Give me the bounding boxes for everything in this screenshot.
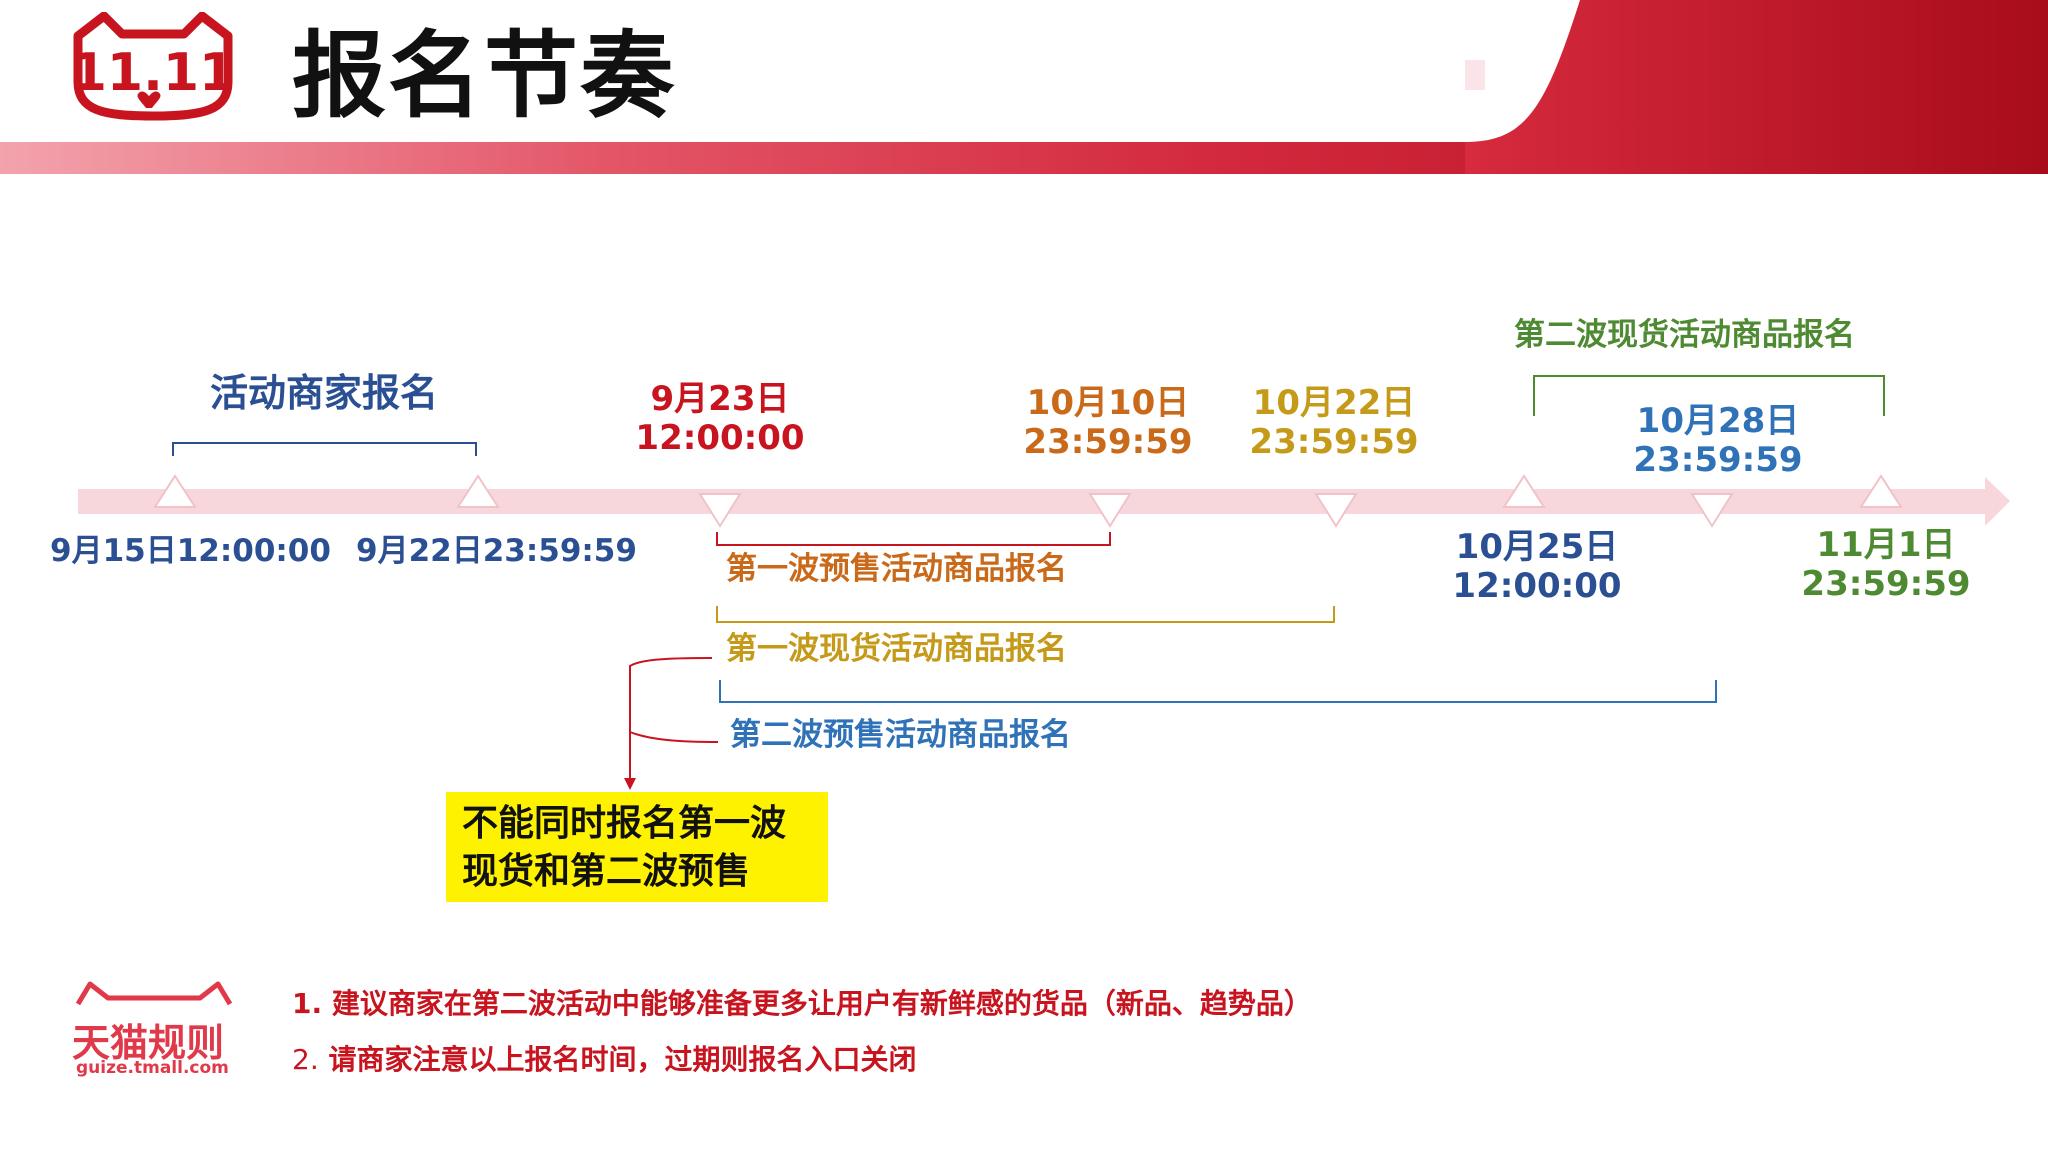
bracket-wave2-presale xyxy=(719,680,1717,703)
warning-text: 不能同时报名第一波现货和第二波预售 xyxy=(462,803,787,892)
label-wave1-spot: 第一波现货活动商品报名 xyxy=(726,631,1067,667)
warning-connector-top xyxy=(629,657,713,778)
tmall-rules-brand: 天猫规则 xyxy=(72,1021,225,1065)
warning-connector-bottom xyxy=(629,731,719,743)
note-2: 2. 请商家注意以上报名时间，过期则报名入口关闭 xyxy=(292,1043,917,1076)
label-wave2-presale: 第二波预售活动商品报名 xyxy=(730,717,1071,753)
end-markers xyxy=(698,493,1734,528)
bracket-wave1-spot xyxy=(716,606,1335,623)
double-eleven-logo: 11.11 xyxy=(71,12,235,121)
start-markers xyxy=(153,474,1903,508)
note-1: 1. 建议商家在第二波活动中能够准备更多让用户有新鲜感的货品（新品、趋势品） xyxy=(292,987,1312,1020)
bracket-wave1-presale xyxy=(716,532,1111,546)
label-merchant-registration: 活动商家报名 xyxy=(209,371,439,415)
warning-highlight xyxy=(446,792,828,902)
bracket-wave2-spot xyxy=(1533,375,1885,416)
page-title: 报名节奏 xyxy=(292,22,677,131)
label-wave1-presale: 第一波预售活动商品报名 xyxy=(726,551,1067,587)
warning-arrow xyxy=(624,778,636,790)
bracket-merchant xyxy=(172,442,477,456)
date-sep15: 9月15日12:00:00 xyxy=(50,533,331,569)
tmall-rules-url: guize.tmall.com xyxy=(76,1058,229,1078)
label-wave2-spot: 第二波现货活动商品报名 xyxy=(1514,317,1855,353)
header-corner-shape xyxy=(1465,0,2048,174)
tmall-cat-icon xyxy=(75,981,233,1006)
timeline-bar xyxy=(78,489,1988,514)
timeline-arrowhead xyxy=(1985,477,2010,526)
background-haze xyxy=(0,560,2048,1155)
date-sep22: 9月22日23:59:59 xyxy=(356,533,637,569)
